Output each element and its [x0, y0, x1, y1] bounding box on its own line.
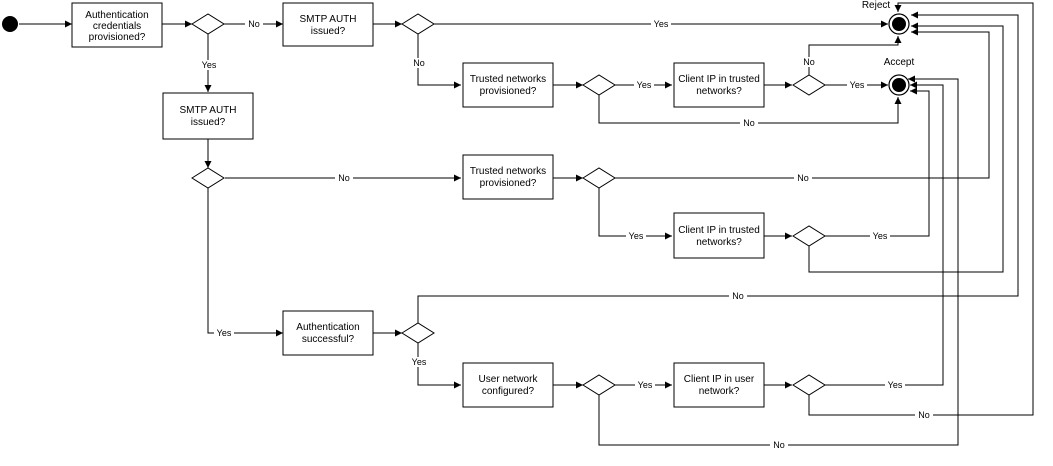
node-credentials-line1: Authentication — [85, 10, 148, 21]
label-d5-yes: Yes — [217, 328, 232, 338]
edge-labels: No Yes Yes No No Yes Yes No No Yes No Ye… — [200, 19, 933, 450]
terminal-accept: Accept — [884, 57, 915, 96]
label-d8-yes: Yes — [412, 357, 427, 367]
decision-d1 — [191, 13, 225, 35]
edge-d7-yes-accept — [825, 87, 930, 237]
accept-label: Accept — [884, 57, 915, 68]
node-authsuccess-line2: successful? — [302, 334, 355, 345]
node-clientip2-line2: networks? — [696, 237, 742, 248]
label-d7-yes: Yes — [873, 231, 888, 241]
node-user-network-configured: User network configured? — [462, 362, 554, 408]
reject-label: Reject — [862, 0, 891, 11]
decision-d7 — [792, 225, 826, 247]
label-d6-no: No — [797, 173, 809, 183]
edge-d6-no-reject — [615, 28, 990, 179]
node-client-ip-user-network: Client IP in user network? — [673, 362, 765, 408]
node-credentials-line3: provisioned? — [89, 32, 146, 43]
label-d2-no: No — [413, 58, 425, 68]
decision-d9 — [582, 374, 616, 396]
node-usernet-line2: configured? — [482, 386, 535, 397]
edge-d8-yes — [417, 342, 461, 389]
decision-d2 — [401, 13, 435, 35]
node-client-ip-trusted-1: Client IP in trusted networks? — [673, 62, 765, 108]
node-credentials-line2: credentials — [93, 21, 141, 32]
label-d8-no: No — [732, 291, 744, 301]
node-clientip3-line2: network? — [699, 386, 740, 397]
node-smtp-top-line2: issued? — [311, 26, 346, 37]
node-smtp-top-line1: SMTP AUTH — [299, 14, 356, 25]
start-node — [2, 16, 18, 32]
decision-d6 — [582, 167, 616, 189]
label-d4-no: No — [803, 57, 815, 67]
node-smtp-left-line1: SMTP AUTH — [179, 105, 236, 116]
label-d9-no: No — [773, 440, 785, 450]
decisions — [191, 13, 826, 396]
label-d6-yes: Yes — [629, 231, 644, 241]
edge-d10-no-reject — [808, 2, 1034, 416]
label-d3-yes: Yes — [637, 80, 652, 90]
decision-d10 — [792, 374, 826, 396]
node-client-ip-trusted-2: Client IP in trusted networks? — [673, 212, 765, 259]
node-smtp-left-line2: issued? — [191, 117, 226, 128]
node-trusted-networks-2: Trusted networks provisioned? — [462, 154, 554, 200]
label-d1-yes: Yes — [202, 60, 217, 70]
node-credentials-provisioned: Authentication credentials provisioned? — [71, 2, 163, 48]
node-clientip2-line1: Client IP in trusted — [678, 225, 760, 236]
edge-d5-yes — [207, 187, 283, 337]
node-clientip3-line1: Client IP in user — [684, 374, 755, 385]
node-usernet-line1: User network — [479, 374, 539, 385]
edge-d7-no-reject — [808, 22, 1004, 273]
label-d4-yes: Yes — [850, 80, 865, 90]
node-trusted-networks-1: Trusted networks provisioned? — [462, 62, 554, 108]
edge-d6-yes — [598, 187, 672, 240]
terminal-reject: Reject — [862, 0, 910, 35]
label-d10-yes: Yes — [888, 380, 903, 390]
label-d3-no: No — [743, 118, 755, 128]
node-trusted2-line2: provisioned? — [480, 178, 537, 189]
edge-d9-no-accept — [598, 75, 959, 446]
label-d10-no: No — [918, 410, 930, 420]
edge-d8-no-reject — [417, 11, 1019, 324]
label-d1-no: No — [248, 19, 260, 29]
decision-d8 — [401, 322, 435, 344]
decision-d5 — [191, 167, 225, 189]
edge-d4-no-reject — [808, 36, 902, 76]
node-authentication-successful: Authentication successful? — [282, 310, 374, 356]
edge-d10-yes-accept — [825, 81, 944, 386]
label-d2-yes: Yes — [654, 19, 669, 29]
node-clientip1-line1: Client IP in trusted — [678, 74, 760, 85]
decision-d4 — [792, 74, 826, 96]
label-d9-yes: Yes — [638, 380, 653, 390]
node-trusted1-line1: Trusted networks — [470, 74, 546, 85]
edges — [19, 2, 1034, 446]
node-authsuccess-line1: Authentication — [296, 322, 359, 333]
node-trusted1-line2: provisioned? — [480, 86, 537, 97]
node-trusted2-line1: Trusted networks — [470, 166, 546, 177]
node-smtp-auth-issued-left: SMTP AUTH issued? — [162, 92, 254, 140]
node-smtp-auth-issued-top: SMTP AUTH issued? — [282, 2, 374, 47]
node-clientip1-line2: networks? — [696, 86, 742, 97]
edge-d2-no — [417, 33, 461, 89]
label-d5-no: No — [338, 173, 350, 183]
decision-d3 — [582, 74, 616, 96]
